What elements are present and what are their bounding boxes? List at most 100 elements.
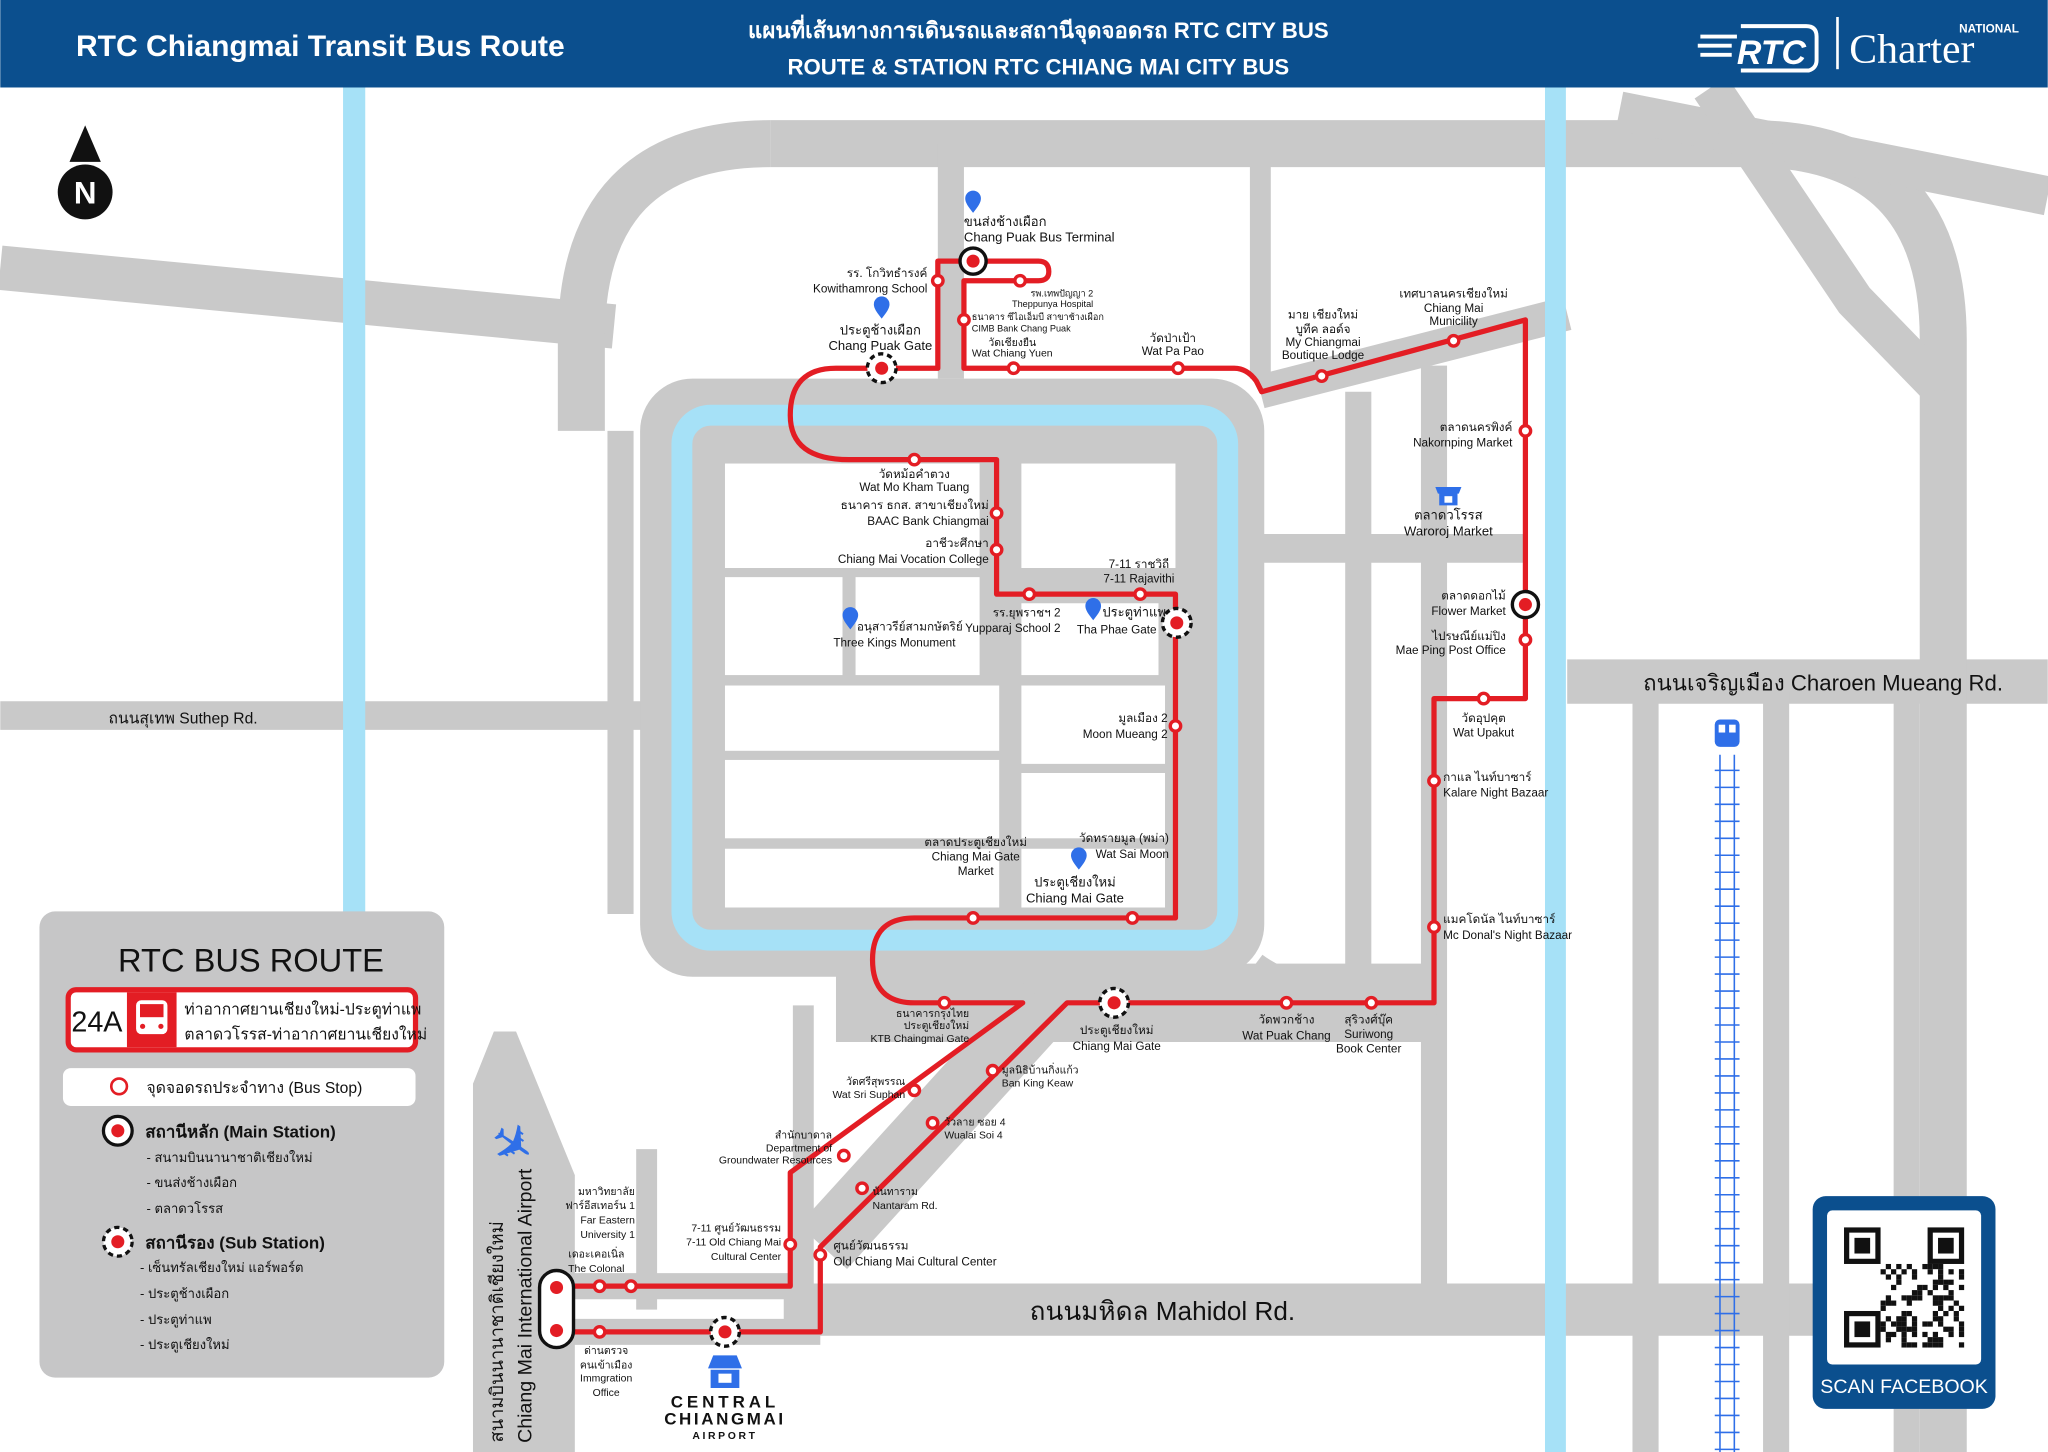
stop-cm-gate-market[interactable]: [966, 911, 980, 925]
stop-rajavithi[interactable]: [1133, 587, 1148, 602]
location-pin-icon: [873, 296, 890, 319]
svg-text:- ประตูเชียงใหม่: - ประตูเชียงใหม่: [140, 1337, 230, 1353]
svg-text:Wat Chiang Yuen: Wat Chiang Yuen: [972, 348, 1053, 359]
sub-station-tha-phae-gate[interactable]: [1160, 606, 1193, 639]
svg-text:Wat Sai Moon: Wat Sai Moon: [1096, 848, 1169, 861]
svg-text:Moon Mueang 2: Moon Mueang 2: [1083, 728, 1168, 741]
stop-mcdonal[interactable]: [1427, 920, 1441, 935]
svg-text:สุริวงศ์บุ๊ค: สุริวงศ์บุ๊ค: [1344, 1013, 1393, 1027]
svg-text:แมคโดนัล ไนท์บาซาร์: แมคโดนัล ไนท์บาซาร์: [1443, 912, 1555, 926]
stop-old-cm-cultural[interactable]: [813, 1247, 828, 1262]
route-line2: ตลาดวโรรส-ท่าอากาศยานเชียงใหม่: [184, 1024, 427, 1043]
stop-wat-mo-kham-tuang[interactable]: [907, 452, 922, 467]
svg-text:Old Chiang Mai Cultural Center: Old Chiang Mai Cultural Center: [833, 1255, 996, 1268]
svg-text:นันทาราม: นันทาราม: [873, 1186, 918, 1198]
sub-station-chang-puak-gate[interactable]: [865, 352, 898, 385]
svg-text:Far Eastern: Far Eastern: [580, 1215, 635, 1226]
svg-text:วัดป่าเป้า: วัดป่าเป้า: [1150, 332, 1196, 345]
route-number: 24A: [71, 1007, 123, 1039]
svg-text:เดอะเคอเนิ่ล: เดอะเคอเนิ่ล: [568, 1246, 624, 1260]
qr-code[interactable]: [1844, 1227, 1965, 1348]
svg-text:มูลนิธิบ้านกิ่งแก้ว: มูลนิธิบ้านกิ่งแก้ว: [1002, 1062, 1079, 1076]
stop-kowithamrong[interactable]: [930, 273, 945, 288]
stop-wat-puak-chang[interactable]: [1279, 995, 1294, 1010]
main-station-airport[interactable]: [537, 1268, 576, 1350]
airport-label-th: สนามบินนานาชาติเชียงใหม่: [486, 1221, 507, 1442]
stop-far-eastern[interactable]: [624, 1279, 638, 1294]
svg-text:Yupparaj School 2: Yupparaj School 2: [965, 622, 1060, 635]
svg-text:Chiang Mai Gate: Chiang Mai Gate: [1073, 1040, 1162, 1053]
svg-text:University 1: University 1: [580, 1230, 635, 1241]
stop-wualai[interactable]: [925, 1116, 940, 1130]
stop-groundwater[interactable]: [836, 1148, 851, 1163]
svg-text:Wualai Soi 4: Wualai Soi 4: [944, 1131, 1003, 1142]
svg-text:RTC: RTC: [1737, 34, 1807, 72]
stop-municipality[interactable]: [1446, 333, 1461, 348]
stop-baac[interactable]: [989, 506, 1004, 521]
stop-wat-sai-moon[interactable]: [1125, 911, 1140, 925]
stop-colonal[interactable]: [592, 1279, 607, 1294]
svg-text:Book Center: Book Center: [1336, 1042, 1401, 1055]
svg-text:เทศบาลนครเชียงใหม่: เทศบาลนครเชียงใหม่: [1399, 287, 1508, 301]
svg-text:มหาวิทยาลัย: มหาวิทยาลัย: [578, 1186, 635, 1198]
sub-station-central-airport[interactable]: [708, 1315, 742, 1348]
svg-text:วัดอุปคุต: วัดอุปคุต: [1462, 712, 1506, 725]
svg-text:Wat Puak Chang: Wat Puak Chang: [1242, 1029, 1330, 1042]
central-logo-line2: CHIANGMAI: [664, 1410, 786, 1429]
svg-text:บูทีค ลอด์จ: บูทีค ลอด์จ: [1295, 322, 1350, 337]
stop-ktb[interactable]: [937, 995, 952, 1010]
svg-text:7-11 ศูนย์วัฒนธรรม: 7-11 ศูนย์วัฒนธรรม: [691, 1221, 781, 1234]
svg-text:คนเข้าเมือง: คนเข้าเมือง: [580, 1358, 633, 1371]
stop-suriwong[interactable]: [1364, 995, 1379, 1010]
stop-wat-sri-suphan[interactable]: [907, 1083, 922, 1098]
svg-text:Chiang Mai: Chiang Mai: [1424, 302, 1483, 315]
svg-text:ตลาดนครพิงค์: ตลาดนครพิงค์: [1440, 420, 1513, 434]
main-station-flower-market[interactable]: [1510, 589, 1541, 620]
stop-nakornping[interactable]: [1518, 423, 1533, 438]
stop-nantaram[interactable]: [855, 1181, 870, 1196]
facebook-qr-card[interactable]: SCAN FACEBOOK: [1812, 1196, 1996, 1409]
legend-sub-station: สถานีรอง (Sub Station): [145, 1232, 325, 1252]
svg-text:วัดศรีสุพรรณ: วัดศรีสุพรรณ: [846, 1075, 905, 1088]
stop-wat-upakut[interactable]: [1476, 691, 1491, 706]
svg-text:ประตูเชียงใหม่: ประตูเชียงใหม่: [1034, 875, 1116, 891]
svg-text:- ประตูท่าแพ: - ประตูท่าแพ: [140, 1312, 212, 1328]
stop-post-office[interactable]: [1518, 632, 1533, 647]
svg-text:Chang Puak Bus Terminal: Chang Puak Bus Terminal: [964, 230, 1115, 245]
svg-text:วัวลาย ซอย 4: วัวลาย ซอย 4: [944, 1117, 1005, 1129]
stop-vocation[interactable]: [989, 542, 1004, 557]
svg-text:- สนามบินนานาชาติเชียงใหม่: - สนามบินนานาชาติเชียงใหม่: [147, 1150, 313, 1165]
stop-kalare[interactable]: [1427, 773, 1441, 788]
stop-boutique[interactable]: [1314, 369, 1329, 383]
central-logo-line3: AIRPORT: [692, 1431, 757, 1442]
svg-text:NATIONAL: NATIONAL: [1959, 23, 2019, 36]
sub-station-chiang-mai-gate[interactable]: [1098, 986, 1131, 1019]
stop-ban-king-keaw[interactable]: [985, 1063, 1000, 1078]
svg-text:- ตลาดวโรรส: - ตลาดวโรรส: [147, 1201, 224, 1216]
train-track: [1714, 754, 1740, 1452]
waterways: [343, 87, 1566, 1452]
svg-text:Chang Puak Gate: Chang Puak Gate: [828, 338, 932, 353]
svg-text:Wat Sri Suphan: Wat Sri Suphan: [832, 1090, 905, 1101]
svg-text:Boutique Lodge: Boutique Lodge: [1282, 349, 1365, 362]
svg-text:N: N: [74, 176, 97, 211]
north-compass: N: [57, 125, 113, 220]
stop-wat-chiang-yuen[interactable]: [1006, 361, 1021, 376]
legend-title: RTC BUS ROUTE: [118, 941, 384, 978]
stop-wat-pa-pao[interactable]: [1171, 361, 1185, 376]
main-stations: [537, 246, 1541, 1350]
svg-text:Wat Upakut: Wat Upakut: [1453, 726, 1515, 739]
stop-theppunya[interactable]: [1013, 273, 1028, 288]
svg-text:ตลาดวโรรส: ตลาดวโรรส: [1414, 508, 1483, 523]
svg-text:ศูนย์วัฒนธรรม: ศูนย์วัฒนธรรม: [833, 1239, 908, 1254]
stop-labels: ขนส่งช้างเผือก Chang Puak Bus Terminal ร…: [565, 214, 1572, 1399]
stop-cimb[interactable]: [957, 312, 971, 327]
road-label-mahidol: ถนนมหิดล Mahidol Rd.: [1030, 1296, 1295, 1326]
stop-7-11-old-chiang-mai[interactable]: [783, 1237, 798, 1252]
main-station-chang-puak-terminal[interactable]: [958, 246, 988, 276]
stop-yupparaj[interactable]: [1022, 587, 1037, 602]
bus-stop-legend-icon: [109, 1077, 129, 1096]
stop-immigration[interactable]: [592, 1324, 607, 1339]
svg-text:อาชีวะศึกษา: อาชีวะศึกษา: [925, 536, 988, 550]
stop-moon-mueang[interactable]: [1168, 719, 1183, 733]
